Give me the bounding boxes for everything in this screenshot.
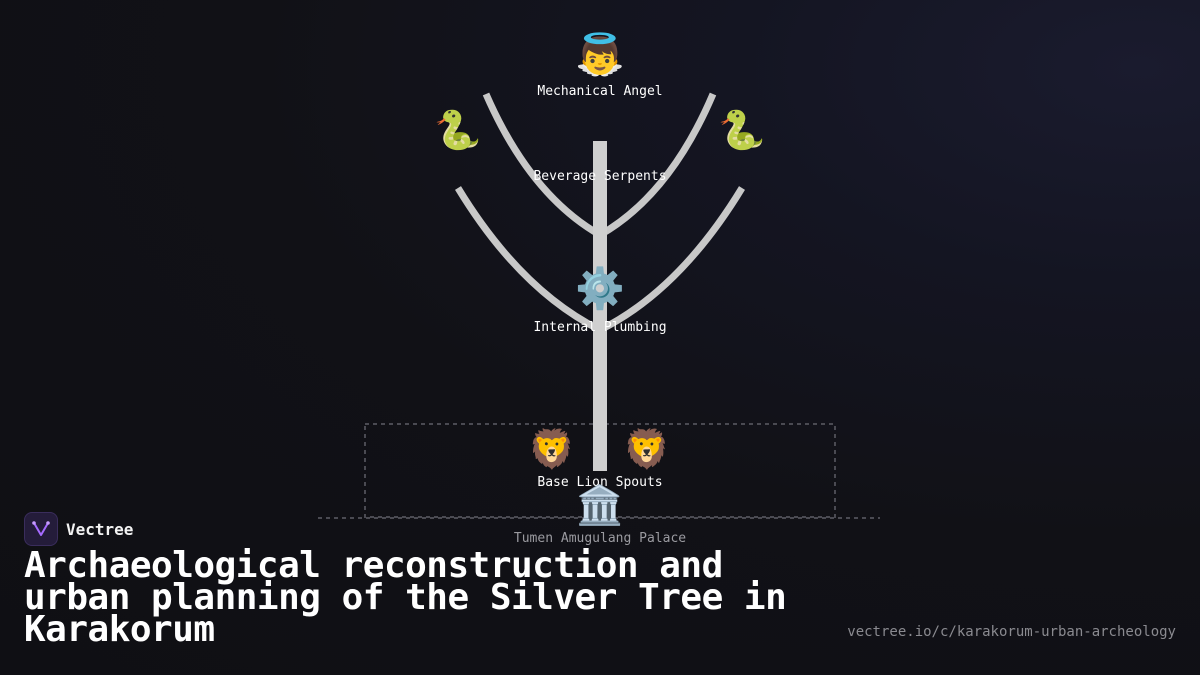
palace-label: Tumen Amugulang Palace bbox=[514, 531, 686, 546]
beverage-serpents-label: Beverage Serpents bbox=[533, 169, 666, 184]
brand-block: Vectree bbox=[24, 512, 133, 546]
internal-plumbing-label: Internal Plumbing bbox=[533, 320, 666, 335]
source-url: vectree.io/c/karakorum-urban-archeology bbox=[847, 624, 1176, 640]
palace-icon: 🏛️ bbox=[576, 483, 623, 527]
serpent-left-icon: 🐍 bbox=[434, 108, 481, 152]
lion-right-icon: 🦁 bbox=[623, 427, 670, 471]
mechanical-angel-label: Mechanical Angel bbox=[537, 84, 662, 99]
serpent-right-icon: 🐍 bbox=[718, 108, 765, 152]
base-lion-spouts-label: Base Lion Spouts bbox=[537, 475, 662, 490]
angel-icon: 👼 bbox=[575, 31, 625, 78]
lion-left-icon: 🦁 bbox=[528, 427, 575, 471]
page-title: Archaeological reconstruction and urban … bbox=[24, 545, 787, 650]
gear-icon: ⚙️ bbox=[575, 265, 625, 312]
tree-trunk bbox=[593, 141, 607, 471]
brand-name: Vectree bbox=[66, 519, 134, 539]
vectree-logo-icon bbox=[24, 512, 58, 546]
